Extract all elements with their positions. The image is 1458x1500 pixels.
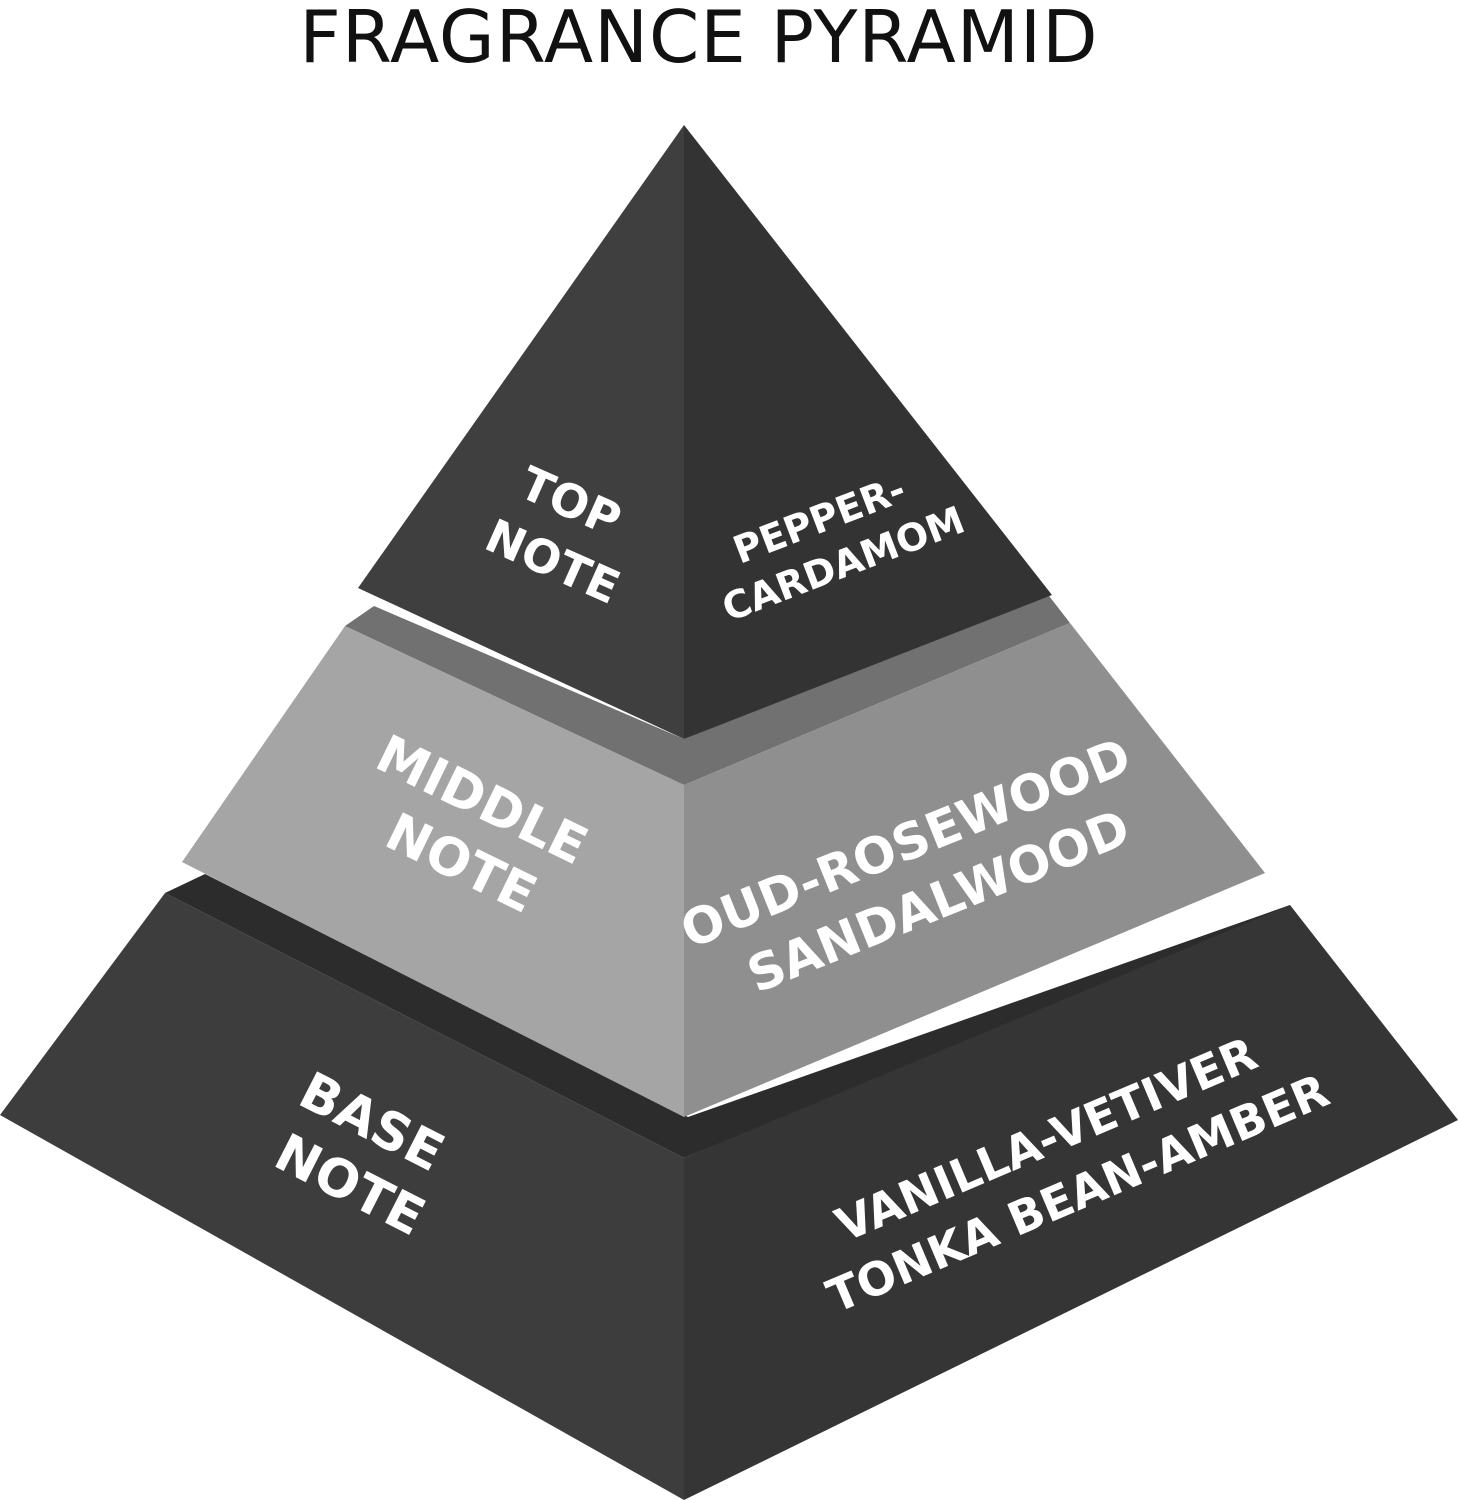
diagram-title: FRAGRANCE PYRAMID — [299, 0, 1099, 79]
middle-top-ledge — [345, 592, 1070, 785]
middle-right-face — [684, 623, 1265, 1117]
top-right-face — [684, 125, 1052, 739]
base-right-face — [684, 905, 1458, 1500]
top-tier — [358, 125, 1052, 739]
base-left-face — [0, 893, 684, 1500]
middle-left-face — [182, 626, 684, 1117]
top-left-face — [358, 125, 684, 739]
base-tier — [0, 874, 1458, 1500]
middle-tier — [182, 592, 1265, 1117]
